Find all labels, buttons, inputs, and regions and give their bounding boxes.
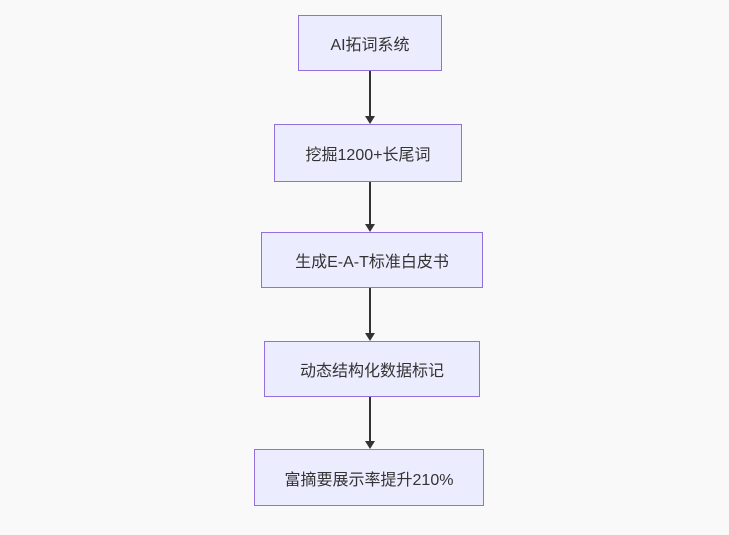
flow-node-rich-snippet-result: 富摘要展示率提升210% [254, 449, 484, 506]
flow-arrow-down-2 [365, 182, 375, 232]
flow-arrow-down-4 [365, 397, 375, 449]
flow-node-label: 动态结构化数据标记 [299, 363, 444, 380]
flow-node-ai-keyword-system: AI拓词系统 [298, 15, 442, 71]
flow-arrow-down-3 [365, 288, 375, 341]
flow-node-label: 挖掘1200+长尾词 [305, 147, 431, 164]
flow-arrow-down-1 [365, 71, 375, 124]
flow-node-label: AI拓词系统 [330, 37, 410, 54]
flow-node-structured-data-markup: 动态结构化数据标记 [264, 341, 480, 397]
flow-node-label: 富摘要展示率提升210% [284, 471, 454, 489]
flow-node-eat-whitepaper: 生成E-A-T标准白皮书 [261, 232, 483, 288]
flow-node-label: 生成E-A-T标准白皮书 [295, 254, 449, 271]
flow-node-longtail-mining: 挖掘1200+长尾词 [274, 124, 462, 182]
